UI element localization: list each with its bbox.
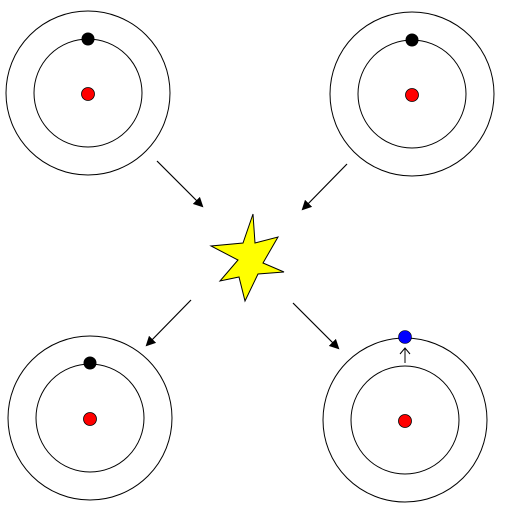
electron (405, 33, 419, 47)
starburst-flash-icon (209, 213, 285, 303)
thin-up-arrow-icon (399, 347, 411, 363)
nucleus (83, 412, 97, 426)
arrow-out-to-bottom-left (145, 299, 192, 347)
outer-orbit (329, 11, 495, 177)
excited-electron (398, 330, 412, 344)
arrow-out-to-bottom-right (292, 302, 340, 350)
electron (81, 32, 95, 46)
atom-bottom-right-excited (322, 330, 488, 503)
nucleus (398, 414, 412, 428)
outer-orbit (5, 10, 171, 176)
nucleus (405, 88, 419, 102)
nucleus (81, 87, 95, 101)
atom-top-right (329, 11, 495, 177)
outer-orbit (7, 335, 173, 501)
electron (83, 356, 97, 370)
arrow-in-from-top-right (301, 163, 348, 211)
atom-bottom-left (7, 335, 173, 501)
inner-orbit (350, 365, 460, 475)
atom-top-left (5, 10, 171, 176)
arrow-in-from-top-left (156, 160, 204, 208)
